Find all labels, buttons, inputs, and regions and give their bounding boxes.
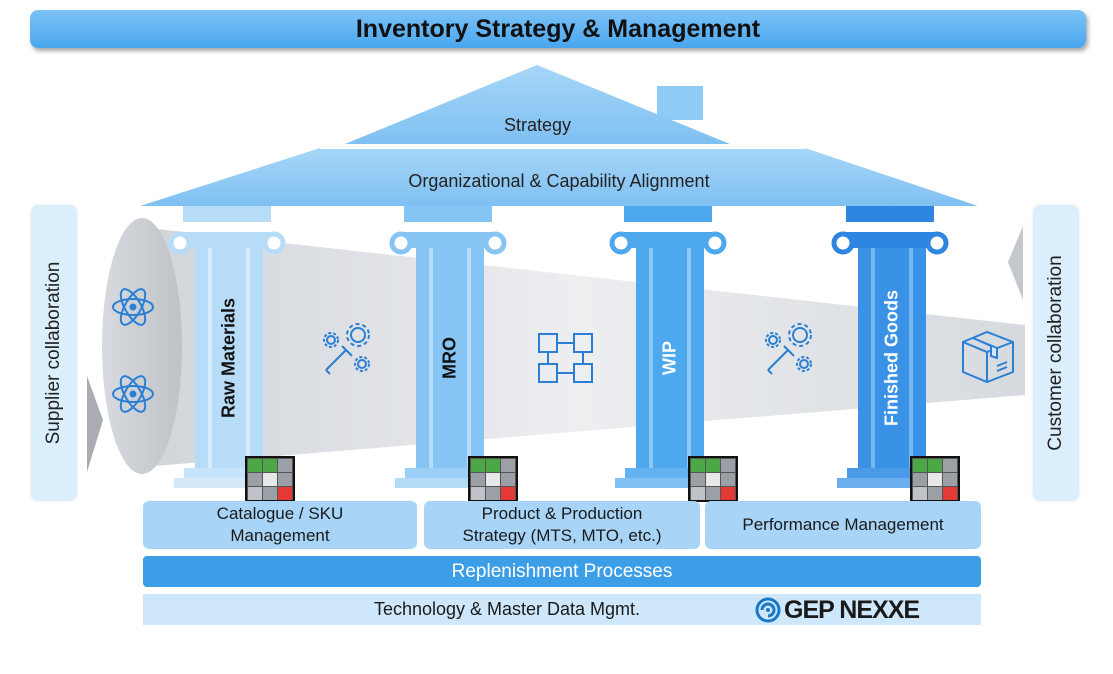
matrix-icon xyxy=(688,456,738,502)
foundation-box-product-strategy: Product & Production Strategy (MTS, MTO,… xyxy=(424,501,700,549)
alignment-layer: Organizational & Capability Alignment xyxy=(200,168,918,198)
pillar-wip xyxy=(609,206,727,488)
matrix-icon xyxy=(468,456,518,502)
strategy-layer: Strategy xyxy=(345,112,730,140)
pillar-raw-materials-area: Raw Materials xyxy=(195,248,263,468)
gep-nexxe-logo: GEP NEXXE xyxy=(755,595,920,624)
supplier-collaboration-panel: Supplier collaboration xyxy=(32,206,76,500)
flowchart-icon xyxy=(538,333,593,383)
pillar-raw-materials xyxy=(168,206,286,488)
gep-swirl-icon xyxy=(755,597,781,623)
strategy-label: Strategy xyxy=(503,115,572,135)
gep-nexxe-logo-text: GEP NEXXE xyxy=(784,595,920,624)
pillar-label-mro: MRO xyxy=(439,337,460,379)
pillar-label-wip: WIP xyxy=(659,341,680,375)
pillar-label-raw-materials: Raw Materials xyxy=(218,297,239,419)
atom-icon xyxy=(112,375,154,413)
replenishment-band: Replenishment Processes xyxy=(143,556,981,587)
diagram-title: Inventory Strategy & Management xyxy=(30,10,1086,48)
box-icon xyxy=(962,330,1014,384)
technology-band: Technology & Master Data Mgmt. GEP NEXXE xyxy=(143,594,981,625)
gear-wrench-icon xyxy=(323,323,370,375)
foundation-box-performance: Performance Management xyxy=(705,501,981,549)
technology-label: Technology & Master Data Mgmt. xyxy=(373,599,641,619)
pillar-finished-goods-area: Finished Goods xyxy=(858,248,926,468)
pillar-label-finished-goods: Finished Goods xyxy=(881,289,902,427)
foundation-box-catalogue: Catalogue / SKU Management xyxy=(143,501,417,549)
pillar-mro-area: MRO xyxy=(416,248,484,468)
gear-wrench-icon xyxy=(765,323,812,375)
customer-collaboration-panel: Customer collaboration xyxy=(1034,206,1078,500)
pillar-wip-area: WIP xyxy=(636,248,704,468)
atom-icon xyxy=(112,288,154,326)
matrix-icon xyxy=(910,456,960,502)
pillar-mro xyxy=(389,206,507,488)
matrix-icon xyxy=(245,456,295,502)
pillar-finished-goods xyxy=(831,206,949,488)
alignment-label: Organizational & Capability Alignment xyxy=(408,171,710,191)
